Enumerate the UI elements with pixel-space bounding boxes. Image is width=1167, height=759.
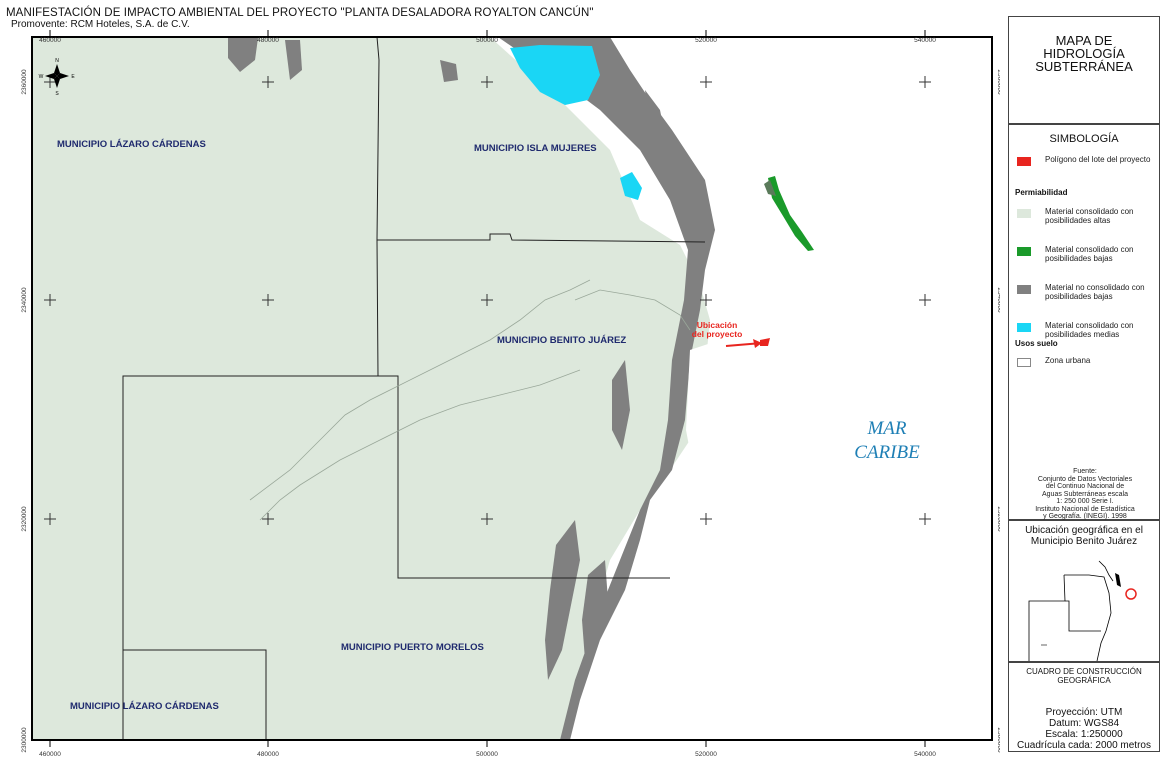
compass-n: N	[55, 58, 59, 64]
source-note: Fuente: Conjunto de Datos Vectoriales de…	[1019, 468, 1151, 521]
source-line: Instituto Nacional de Estadística	[1035, 505, 1135, 513]
label-puerto-morelos: MUNICIPIO PUERTO MORELOS	[341, 642, 484, 653]
hydrology-map: 460000 460000 480000 480000 500000 500000 5200…	[21, 30, 1000, 758]
label-lazaro-cardenas-top: MUNICIPIO LÁZARO CÁRDENAS	[57, 139, 206, 150]
legend-medium-label: Material consolidado con posibilidades m…	[1045, 321, 1134, 339]
x-tick-labels: 460000 460000 480000 480000 500000 500000 5200…	[39, 30, 936, 758]
grid-marks	[44, 76, 931, 525]
x-tick-label: 520000	[695, 751, 717, 758]
x-tick-label: 540000	[914, 751, 936, 758]
x-tick-label: 540000	[914, 37, 936, 44]
y-tick-label: 2360000	[21, 69, 28, 95]
source-line: del Continuo Nacional de	[1045, 483, 1125, 490]
x-tick-label: 500000	[476, 37, 498, 44]
municipal-boundaries	[122, 36, 706, 740]
legend-item-medium: Material consolidado con posibilidades m…	[1017, 321, 1141, 339]
y-tick-label: 2300000	[996, 727, 1000, 753]
y-tick-label: 2360000	[996, 69, 1000, 95]
label-lazaro-cardenas-bottom: MUNICIPIO LÁZARO CÁRDENAS	[70, 701, 219, 712]
source-line: Fuente:	[1073, 468, 1097, 475]
island-rock	[764, 180, 776, 196]
y-tick-label: 2340000	[21, 287, 28, 313]
cuadro-title-line-1: CUADRO DE CONSTRUCCIÓN	[1026, 667, 1142, 676]
medium-permeability-areas	[510, 45, 642, 200]
panel-title-line-1: MAPA DE	[1055, 33, 1113, 48]
x-tick-label: 460000	[39, 37, 61, 44]
legend-item-unconsolidated: Material no consolidado con posibilidade…	[1017, 283, 1145, 301]
compass-s: S	[55, 91, 59, 97]
inset-map	[1028, 560, 1137, 662]
simbologia-heading: SIMBOLOGÍA	[1049, 133, 1119, 145]
source-line: Conjunto de Datos Vectoriales	[1037, 475, 1133, 483]
legend-urban-label: Zona urbana	[1045, 356, 1091, 365]
compass-e: E	[71, 74, 75, 80]
low-permeability-island	[768, 176, 814, 251]
x-tick-label: 520000	[695, 37, 717, 44]
y-tick-label: 2320000	[21, 506, 28, 532]
cuadro-panel: CUADRO DE CONSTRUCCIÓN GEOGRÁFICA Proyec…	[1008, 662, 1160, 752]
legend-low-label: Material consolidado con posibilidades b…	[1045, 245, 1134, 263]
panel-title-line-3: SUBTERRÁNEA	[1035, 59, 1133, 74]
high-permeability-land	[32, 37, 710, 740]
inset-title-line-1: Ubicación geográfica en el	[1025, 525, 1143, 536]
medium-swatch	[1017, 323, 1031, 332]
legend-item-urban: Zona urbana	[1017, 356, 1090, 367]
inset-title-line-2: Municipio Benito Juárez	[1030, 536, 1138, 547]
unconsolidated-material-areas	[228, 37, 715, 740]
inset-panel: Ubicación geográfica en el Municipio Ben…	[1008, 520, 1160, 662]
low-swatch	[1017, 247, 1031, 256]
legend-project-label: Polígono del lote del proyecto	[1045, 155, 1151, 164]
label-del-proyecto: del proyecto	[692, 329, 743, 339]
north-arrow-icon: N S E W	[39, 58, 76, 97]
urban-swatch	[1017, 358, 1031, 367]
legend-item-high: Material consolidado con posibilidades a…	[1017, 207, 1141, 225]
label-mar: MAR	[866, 418, 906, 439]
usos-suelo-heading: Usos suelo	[1015, 339, 1058, 348]
source-line: 1: 250 000 Serie I.	[1056, 498, 1114, 505]
project-swatch	[1017, 157, 1031, 166]
projection-line: Proyección: UTM	[1045, 707, 1123, 718]
legend-high-label: Material consolidado con posibilidades a…	[1045, 207, 1134, 225]
x-tick-label: 480000	[257, 37, 279, 44]
x-tick-label: 480000	[257, 751, 279, 758]
project-location-marker	[725, 338, 770, 348]
scale-line: Escala: 1:250000	[1045, 729, 1123, 740]
legend-panel: SIMBOLOGÍA Polígono del lote del proyect…	[1008, 124, 1160, 520]
panel-title-line-2: HIDROLOGÍA	[1043, 46, 1125, 61]
y-tick-label: 2300000	[21, 727, 28, 753]
label-benito-juarez: MUNICIPIO BENITO JUÁREZ	[497, 335, 626, 346]
unconsolidated-swatch	[1017, 285, 1031, 294]
legend-project-polygon: Polígono del lote del proyecto	[1017, 155, 1150, 166]
urban-zone	[686, 333, 760, 492]
compass-w: W	[39, 74, 44, 80]
legend-unconsolidated-label: Material no consolidado con posibilidade…	[1045, 283, 1145, 301]
promoter-line: Promovente: RCM Hoteles, S.A. de C.V.	[11, 19, 190, 30]
label-isla-mujeres: MUNICIPIO ISLA MUJERES	[474, 143, 597, 154]
label-ubicacion: Ubicación	[697, 320, 738, 330]
grid-spacing-line: Cuadrícula cada: 2000 metros	[1017, 740, 1151, 751]
y-tick-labels: 2360000 2360000 2340000 2340000 2320000 23200…	[21, 69, 1000, 753]
datum-line: Datum: WGS84	[1048, 718, 1120, 729]
projection-info: Proyección: UTM Datum: WGS84 Escala: 1:2…	[1009, 707, 1159, 751]
document-title: MANIFESTACIÓN DE IMPACTO AMBIENTAL DEL P…	[6, 7, 594, 19]
y-tick-label: 2320000	[996, 506, 1000, 532]
high-swatch	[1017, 209, 1031, 218]
source-line: Aguas Subterráneas escala	[1042, 490, 1128, 498]
permeabilidad-heading: Permiabilidad	[1015, 188, 1068, 197]
inset-location-circle	[1125, 588, 1137, 600]
x-tick-label: 500000	[476, 751, 498, 758]
title-panel: MAPA DE HIDROLOGÍA SUBTERRÁNEA	[1008, 16, 1160, 124]
x-tick-label: 460000	[39, 751, 61, 758]
map-frame	[31, 36, 993, 741]
source-line: y Geografía. (INEGI). 1998	[1043, 513, 1127, 520]
label-caribe: CARIBE	[854, 442, 920, 463]
legend-item-low: Material consolidado con posibilidades b…	[1017, 245, 1141, 263]
cuadro-title-line-2: GEOGRÁFICA	[1057, 676, 1111, 685]
road-lines	[249, 279, 691, 521]
y-tick-label: 2340000	[996, 287, 1000, 313]
